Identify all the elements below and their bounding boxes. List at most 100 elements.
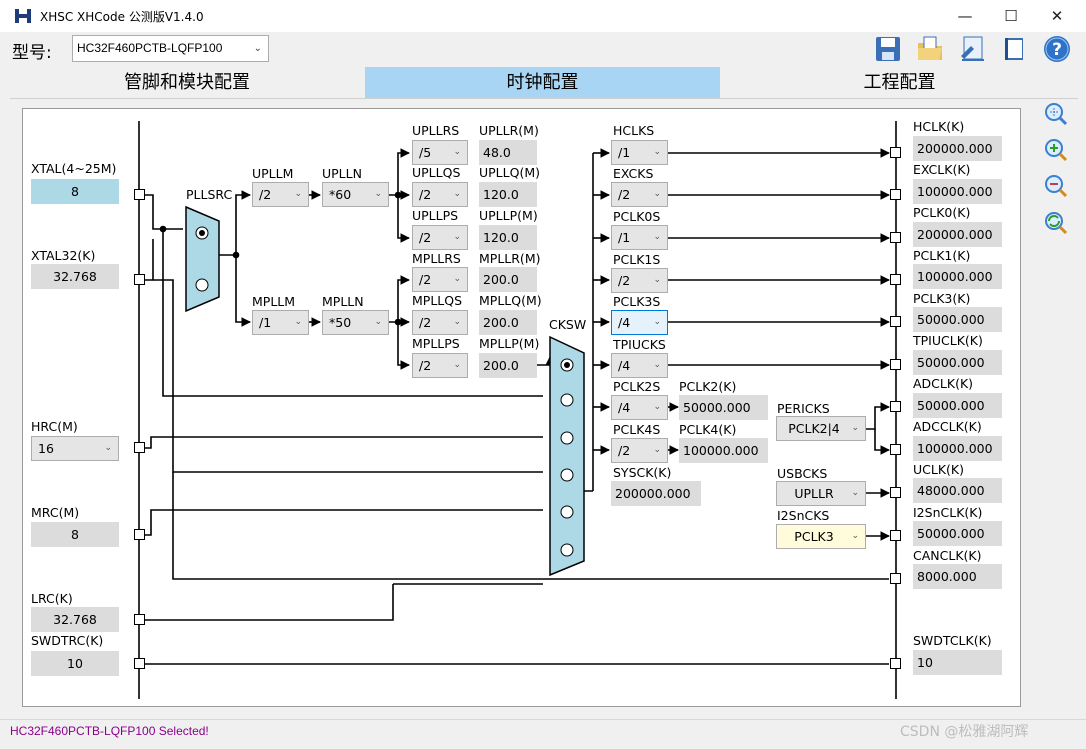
pclk0s-select[interactable]: /1⌄ <box>611 225 668 250</box>
hclks-select[interactable]: /1⌄ <box>611 140 668 165</box>
tpiucks-label: TPIUCKS <box>613 337 666 352</box>
pclk3-value: 50000.000 <box>913 307 1002 332</box>
hclks-label: HCLKS <box>613 123 655 138</box>
pclk1s-select-value: /2 <box>618 273 631 288</box>
save-icon[interactable] <box>873 34 903 64</box>
pclk4-label: PCLK4(K) <box>679 422 737 437</box>
chevron-down-icon: ⌄ <box>453 232 461 242</box>
tab-clock-config[interactable]: 时钟配置 <box>365 67 720 98</box>
adclk-value: 50000.000 <box>913 393 1002 418</box>
pclk1s-select[interactable]: /2⌄ <box>611 268 668 293</box>
xtal32-label: XTAL32(K) <box>31 248 96 263</box>
tab-project-config[interactable]: 工程配置 <box>721 67 1078 98</box>
maximize-button[interactable]: ☐ <box>1004 7 1018 25</box>
i2sncks-select[interactable]: PCLK3⌄ <box>776 524 866 549</box>
i2snclk-label: I2SnCLK(K) <box>913 505 983 520</box>
mpllqs-select[interactable]: /2⌄ <box>412 310 468 335</box>
pclk3-label: PCLK3(K) <box>913 291 971 306</box>
pclk4s-select[interactable]: /2⌄ <box>611 438 668 463</box>
tpiuclk-value: 50000.000 <box>913 350 1002 375</box>
excks-select-value: /2 <box>618 187 631 202</box>
out-node-exclk <box>890 189 901 200</box>
export-icon[interactable] <box>958 34 988 64</box>
mpllqs-select-value: /2 <box>419 315 432 330</box>
upllrs-select[interactable]: /5 ⌄ <box>412 140 468 165</box>
i2sncks-select-value: PCLK3 <box>794 529 834 544</box>
chevron-down-icon: ⌄ <box>653 232 661 242</box>
mpllrs-label: MPLLRS <box>412 251 461 266</box>
chevron-down-icon: ⌄ <box>453 147 461 157</box>
out-node-uclk <box>890 487 901 498</box>
upllqs-select-value: /2 <box>419 187 432 202</box>
pclk1-value: 100000.000 <box>913 264 1002 289</box>
mpllm-select[interactable]: /1⌄ <box>252 310 309 335</box>
model-select[interactable]: HC32F460PCTB-LQFP100⌄ <box>72 35 269 62</box>
upllq-out-label: UPLLQ(M) <box>479 165 540 180</box>
out-node-adcclk <box>890 444 901 455</box>
hrc-select[interactable]: 16⌄ <box>31 436 119 461</box>
out-node-pclk3 <box>890 316 901 327</box>
pclk3s-select[interactable]: /4⌄ <box>611 310 668 335</box>
clock-diagram-panel: XTAL(4~25M) 8 XTAL32(K) 32.768 HRC(M) 16… <box>22 108 1021 707</box>
mpllqs-label: MPLLQS <box>412 293 463 308</box>
mpllrs-select[interactable]: /2⌄ <box>412 267 468 292</box>
mrc-value: 8 <box>31 522 119 547</box>
pclk4-value: 100000.000 <box>679 438 768 463</box>
upllps-select-value: /2 <box>419 230 432 245</box>
pclk3s-select-value: /4 <box>618 315 631 330</box>
upllp-out-label: UPLLP(M) <box>479 208 538 223</box>
minimize-button[interactable]: — <box>957 7 973 25</box>
sysck-label: SYSCK(K) <box>613 465 672 480</box>
pclk4s-select-value: /2 <box>618 443 631 458</box>
pclk2-label: PCLK2(K) <box>679 379 737 394</box>
clock-wiring-diagram <box>138 121 897 699</box>
app-logo-icon <box>15 9 31 23</box>
zoom-fit-icon[interactable] <box>1043 101 1069 127</box>
tpiucks-select[interactable]: /4⌄ <box>611 353 668 378</box>
pclk2s-select[interactable]: /4⌄ <box>611 395 668 420</box>
mpllr-out-value: 200.0 <box>479 267 537 292</box>
upllrs-select-value: /5 <box>419 145 432 160</box>
pericks-select[interactable]: PCLK2|4⌄ <box>776 416 866 441</box>
uplln-select[interactable]: *60⌄ <box>322 182 389 207</box>
chevron-down-icon: ⌄ <box>453 189 461 199</box>
zoom-in-icon[interactable] <box>1043 137 1069 163</box>
upllqs-select[interactable]: /2 ⌄ <box>412 182 468 207</box>
upllps-select[interactable]: /2 ⌄ <box>412 225 468 250</box>
upllm-select[interactable]: /2⌄ <box>252 182 309 207</box>
upllps-label: UPLLPS <box>412 208 459 223</box>
xtal-node <box>134 189 145 200</box>
xtal-value-input[interactable]: 8 <box>31 179 119 204</box>
xtal32-value: 32.768 <box>31 264 119 289</box>
mplln-select[interactable]: *50⌄ <box>322 310 389 335</box>
pclk1s-label: PCLK1S <box>613 252 661 267</box>
mpllps-select[interactable]: /2⌄ <box>412 353 468 378</box>
zoom-out-icon[interactable] <box>1043 173 1069 199</box>
lrc-label: LRC(K) <box>31 591 73 606</box>
hrc-label: HRC(M) <box>31 419 78 434</box>
book-icon[interactable] <box>1000 34 1030 64</box>
chevron-down-icon: ⌄ <box>453 274 461 284</box>
usbcks-select[interactable]: UPLLR⌄ <box>776 481 866 506</box>
mplln-label: MPLLN <box>322 294 364 309</box>
mpllps-label: MPLLPS <box>412 336 460 351</box>
chevron-down-icon: ⌄ <box>653 147 661 157</box>
svg-text:?: ? <box>1052 40 1062 60</box>
uclk-value: 48000.000 <box>913 478 1002 503</box>
tab-divider <box>10 98 1078 99</box>
help-icon[interactable]: ? <box>1042 34 1072 64</box>
excks-select[interactable]: /2⌄ <box>611 182 668 207</box>
out-node-pclk0 <box>890 232 901 243</box>
close-button[interactable]: ✕ <box>1050 7 1064 25</box>
upllq-out-value: 120.0 <box>479 182 537 207</box>
title-bar[interactable] <box>0 0 1086 32</box>
chevron-down-icon: ⌄ <box>294 317 302 327</box>
zoom-reset-icon[interactable] <box>1043 210 1069 236</box>
open-folder-icon[interactable] <box>915 34 945 64</box>
pclk2s-label: PCLK2S <box>613 379 661 394</box>
tab-pin-config[interactable]: 管脚和模块配置 <box>10 67 364 98</box>
chevron-down-icon: ⌄ <box>653 360 661 370</box>
xtal-label: XTAL(4~25M) <box>31 161 117 176</box>
status-bar <box>0 719 1086 749</box>
canclk-label: CANCLK(K) <box>913 548 982 563</box>
